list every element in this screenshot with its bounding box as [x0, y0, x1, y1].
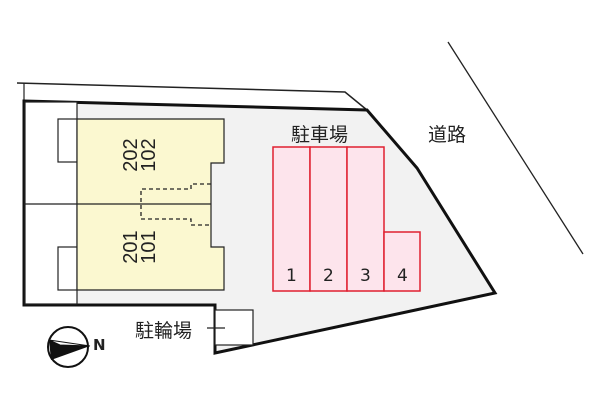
north-label: N: [93, 336, 106, 354]
balcony: [57, 118, 78, 163]
road-label: 道路: [428, 124, 467, 146]
parking-space-number: 4: [397, 266, 408, 286]
bicycle-parking-label: 駐輪場: [135, 320, 193, 342]
parking-label: 駐車場: [291, 124, 349, 146]
balcony: [57, 246, 78, 291]
parking-space: [346, 146, 385, 292]
parking-space: [272, 146, 311, 292]
parking-space-number: 3: [360, 266, 371, 286]
parking-space-number: 1: [286, 266, 297, 286]
outer-boundary: [16, 82, 368, 111]
parking-space-number: 2: [323, 266, 334, 286]
north-compass: [47, 326, 91, 368]
parking-space: [383, 231, 421, 292]
road-edge: [447, 41, 584, 255]
